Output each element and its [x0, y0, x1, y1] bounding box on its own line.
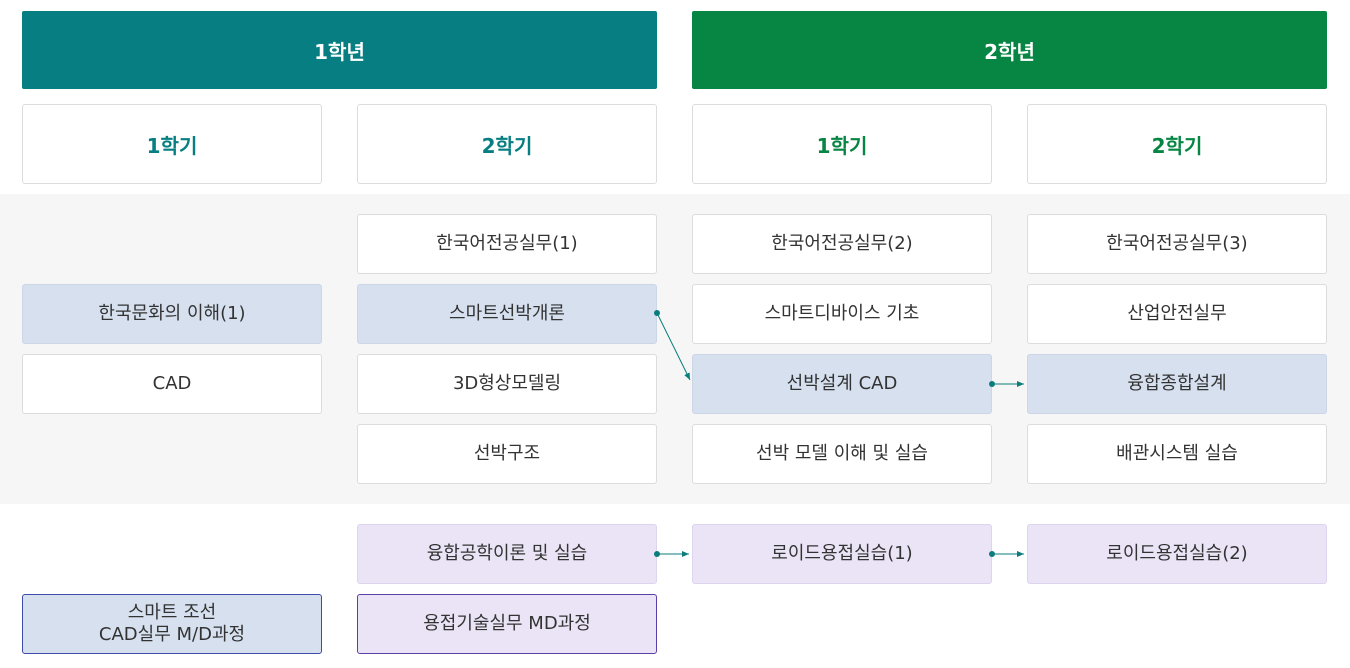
course-ship-design-cad: 선박설계 CAD [692, 354, 992, 414]
semester-y1s2-label: 2학기 [481, 133, 533, 158]
semester-y2s1-header: 1학기 [692, 104, 992, 184]
course-welding-tech-md: 용접기술실무 MD과정 [357, 594, 657, 654]
course-industrial-safety: 산업안전실무 [1027, 284, 1327, 344]
connector-theory-to-lloyd-welding-1 [654, 551, 689, 557]
year-1-label: 1학년 [314, 39, 365, 64]
semester-y1s1-header: 1학기 [22, 104, 322, 184]
semester-y1s1-label: 1학기 [146, 133, 198, 158]
connector-smart-ship-to-ship-design-cad [654, 310, 691, 381]
course-ship-model-practice: 선박 모델 이해 및 실습 [692, 424, 992, 484]
year-1-header: 1학년 [22, 11, 657, 89]
course-ship-structure: 선박구조 [357, 424, 657, 484]
course-smart-shipbuilding-cad-md: 스마트 조선 CAD실무 M/D과정 [22, 594, 322, 654]
course-smart-ship-intro: 스마트선박개론 [357, 284, 657, 344]
course-lloyd-welding-2: 로이드용접실습(2) [1027, 524, 1327, 584]
connector-lloyd-welding-1-to-2 [989, 551, 1024, 557]
course-3d-modeling: 3D형상모델링 [357, 354, 657, 414]
semester-y2s2-label: 2학기 [1151, 133, 1203, 158]
course-convergence-design: 융합종합설계 [1027, 354, 1327, 414]
year-2-header: 2학년 [692, 11, 1327, 89]
course-piping-system-practice: 배관시스템 실습 [1027, 424, 1327, 484]
year-2-label: 2학년 [984, 39, 1035, 64]
semester-y1s2-header: 2학기 [357, 104, 657, 184]
course-korean-major-1: 한국어전공실무(1) [357, 214, 657, 274]
course-convergence-eng-theory: 융합공학이론 및 실습 [357, 524, 657, 584]
course-lloyd-welding-1: 로이드용접실습(1) [692, 524, 992, 584]
course-smart-device-basics: 스마트디바이스 기초 [692, 284, 992, 344]
course-korean-major-2: 한국어전공실무(2) [692, 214, 992, 274]
course-korean-major-3: 한국어전공실무(3) [1027, 214, 1327, 274]
semester-y2s1-label: 1학기 [816, 133, 868, 158]
semester-y2s2-header: 2학기 [1027, 104, 1327, 184]
course-cad: CAD [22, 354, 322, 414]
course-korean-culture-1: 한국문화의 이해(1) [22, 284, 322, 344]
connector-ship-design-cad-to-convergence-design [989, 381, 1024, 387]
